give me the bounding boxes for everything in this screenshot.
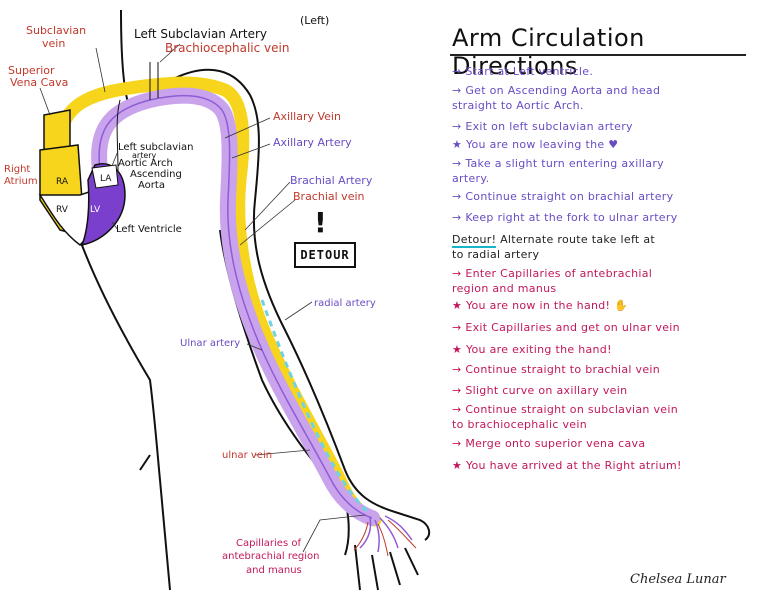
hand-outline-3 [389,551,401,586]
left-atrium [91,164,119,189]
detour-sign: DETOUR [294,242,356,268]
capillaries [359,515,413,553]
hand-outline-2 [371,554,379,591]
side-note: (Left) [300,14,329,27]
direction-step-8: → Enter Capillaries of antebrachial regi… [452,267,653,295]
label-brachial-vein: Brachial vein [293,190,365,203]
direction-step-1: → Start at Left ventricle. [452,65,594,78]
label-lv: LV [90,205,101,215]
direction-step-5: → Take a slight turn entering axillary a… [452,157,664,185]
direction-step-7: → Keep right at the fork to ulnar artery [452,211,678,224]
label-ulnar-artery: Ulnar artery [180,338,240,349]
label-axillary-artery: Axillary Artery [273,136,352,149]
direction-step-14: → Continue straight on subclavian vein t… [452,403,679,431]
label-ascending-aorta-2: Aorta [138,180,165,191]
direction-step-9: ★ You are now in the hand! ✋ [452,299,629,312]
subclavian-marker [149,62,159,100]
label-capillaries-2: antebrachial region [222,551,319,562]
label-aortic-arch: Aortic Arch [118,158,173,169]
direction-step-12: → Continue straight to brachial vein [452,363,661,376]
label-brachiocephalic-vein: Brachiocephalic vein [165,41,289,55]
diagram-labels: (Left) Left Subclavian Artery Brachiocep… [4,14,376,576]
hand-outline-4 [404,547,419,576]
direction-step-13: → Slight curve on axillary vein [452,384,628,397]
hand-outline-1 [354,544,361,591]
direction-step-6: → Continue straight on brachial artery [452,190,674,203]
directions-title: Arm Circulation Directions [452,24,645,80]
label-subclavian-vein-1: Subclavian [26,24,86,37]
label-subclavian-vein-2: vein [42,37,65,50]
artery-center-line [98,94,373,519]
radial-artery-path [260,299,370,514]
label-brachial-artery: Brachial Artery [290,174,373,187]
direction-detour: Detour! Alternate route take left at to … [452,232,768,262]
neck-outline [120,9,133,113]
label-capillaries-1: Capillaries of [236,538,301,549]
leader-lines [39,43,366,553]
label-left-ventricle: Left Ventricle [116,224,182,235]
label-right-atrium-2: Atrium [4,176,38,187]
label-axillary-vein: Axillary Vein [273,110,341,123]
label-left-subclavian-artery: Left Subclavian Artery [134,27,267,41]
label-la: LA [100,174,112,184]
direction-step-4: ★ You are now leaving the ♥ [452,138,619,151]
aorta-marker [116,99,121,173]
arm-circulation-diagram: (Left) Left Subclavian Artery Brachiocep… [4,9,431,591]
label-radial-artery: radial artery [314,298,376,309]
vein-path [51,76,382,527]
label-left-subclavian-heart-2: artery [132,151,157,160]
capillaries-red [353,519,417,557]
direction-step-2: → Get on Ascending Aorta and head straig… [452,84,661,112]
detour-text: Alternate route take left at to radial a… [452,233,655,261]
title-underline [450,54,746,56]
direction-step-11: ★ You are exiting the hand! [452,343,612,356]
label-ra: RA [56,177,69,187]
label-left-subclavian-heart-1: Left subclavian [118,142,193,153]
label-capillaries-3: and manus [246,565,302,576]
waist-mark [139,454,151,471]
direction-step-3: → Exit on left subclavian artery [452,120,633,133]
exclamation-mark: ! [314,206,327,239]
label-superior-vena-cava-2: Vena Cava [10,76,68,89]
label-ascending-aorta-1: Ascending [130,169,182,180]
signature: Chelsea Lunar [630,572,726,587]
label-ulnar-vein: ulnar vein [222,450,272,461]
label-rv: RV [56,205,69,215]
torso-outline [79,239,171,591]
direction-step-16: ★ You have arrived at the Right atrium! [452,459,682,472]
direction-step-15: → Merge onto superior vena cava [452,437,646,450]
label-superior-vena-cava-1: Superior [8,64,55,77]
outer-arm-outline [174,68,431,541]
direction-step-10: → Exit Capillaries and get on ulnar vein [452,321,680,334]
detour-word: Detour! [452,233,497,248]
label-right-atrium-1: Right [4,164,30,175]
